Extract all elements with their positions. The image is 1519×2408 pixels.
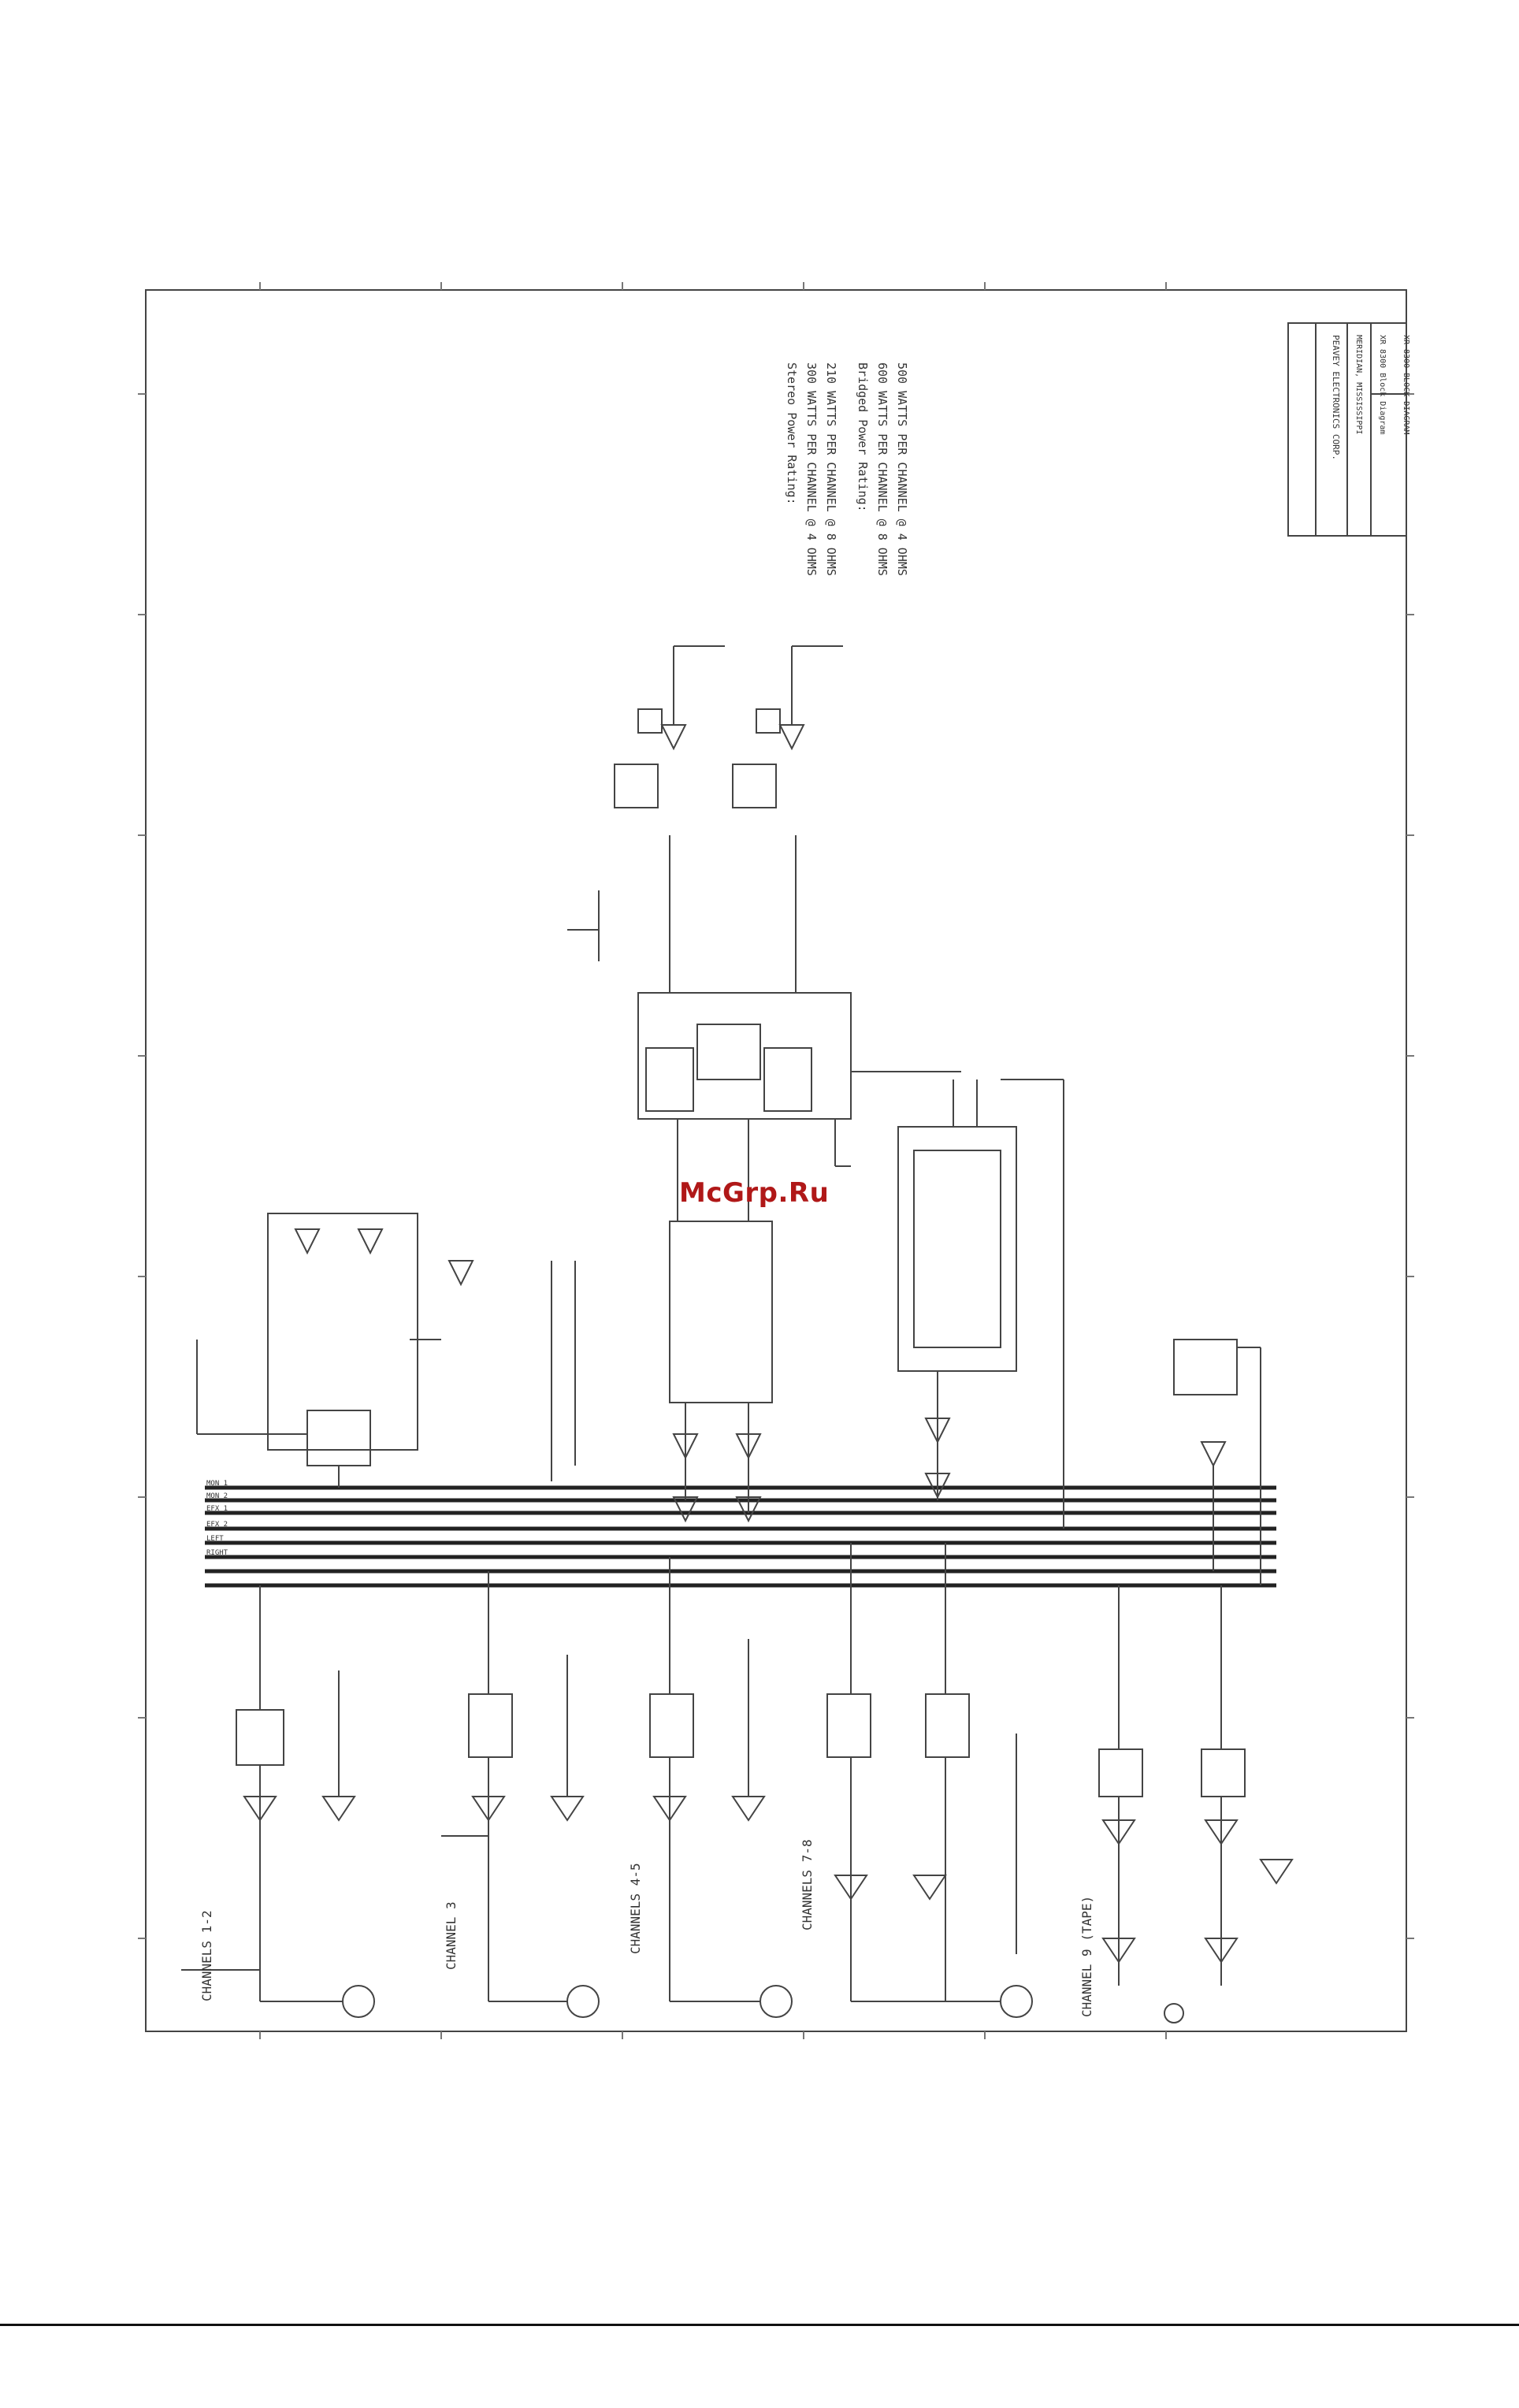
bus-label-1: MON 1 bbox=[206, 1480, 228, 1488]
stereo-heading: Stereo Power Rating: bbox=[785, 362, 799, 505]
bridged-heading: Bridged Power Rating: bbox=[856, 362, 870, 512]
channel-strip-1 bbox=[181, 1585, 375, 2018]
channel-strip-5 bbox=[1098, 1585, 1294, 2023]
channel-label-1: CHANNELS 1-2 bbox=[199, 1910, 214, 2001]
bus-label-6: RIGHT bbox=[206, 1549, 228, 1557]
bridged-line-1: 600 WATTS PER CHANNEL @ 8 OHMS bbox=[875, 362, 889, 576]
bus-label-2: MON 2 bbox=[206, 1492, 228, 1500]
channel-label-3: CHANNELS 4-5 bbox=[628, 1863, 643, 1954]
channel-label-4: CHANNELS 7-8 bbox=[800, 1839, 815, 1930]
drawing-frame bbox=[145, 289, 1407, 2032]
channel-label-2: CHANNEL 3 bbox=[444, 1901, 459, 1970]
channel-strip-3 bbox=[649, 1557, 793, 2018]
graphic-eq-left bbox=[551, 1221, 773, 1523]
frame-ticks bbox=[138, 282, 1414, 2039]
power-amp-section bbox=[567, 645, 961, 1221]
stereo-line-2: 210 WATTS PER CHANNEL @ 8 OHMS bbox=[824, 362, 838, 576]
bridged-line-2: 500 WATTS PER CHANNEL @ 4 OHMS bbox=[895, 362, 909, 576]
mix-bus bbox=[205, 1485, 1276, 1588]
power-rating-notes: Stereo Power Rating: 300 WATTS PER CHANN… bbox=[785, 362, 909, 576]
tape-section bbox=[1173, 1339, 1261, 1585]
title-block-text: PEAVEY ELECTRONICS CORP. MERIDIAN, MISSI… bbox=[1331, 335, 1410, 460]
bus-label-3: EFX 1 bbox=[206, 1505, 228, 1513]
page-bottom-rule bbox=[0, 2324, 1519, 2326]
title-subtitle: XR 8300 Block Diagram bbox=[1378, 335, 1387, 434]
bus-label-5: LEFT bbox=[206, 1535, 224, 1543]
title-address: MERIDIAN, MISSISSIPPI bbox=[1354, 335, 1363, 434]
bus-labels: MON 1 MON 2 EFX 1 EFX 2 LEFT RIGHT bbox=[206, 1480, 228, 1557]
title-company: PEAVEY ELECTRONICS CORP. bbox=[1331, 335, 1341, 460]
watermark: McGrp.Ru bbox=[679, 1177, 830, 1209]
channel-label-5: CHANNEL 9 (TAPE) bbox=[1079, 1896, 1094, 2017]
stereo-line-1: 300 WATTS PER CHANNEL @ 4 OHMS bbox=[804, 362, 819, 576]
channel-strip-2 bbox=[441, 1571, 600, 2018]
channel-strip-4 bbox=[826, 1543, 1033, 2018]
graphic-eq-right bbox=[897, 1079, 1064, 1529]
title-line4: XR 8300 BLOCK DIAGRAM bbox=[1402, 335, 1410, 434]
effects-section bbox=[196, 1213, 474, 1488]
title-block bbox=[1287, 322, 1407, 537]
bus-label-4: EFX 2 bbox=[206, 1521, 228, 1529]
